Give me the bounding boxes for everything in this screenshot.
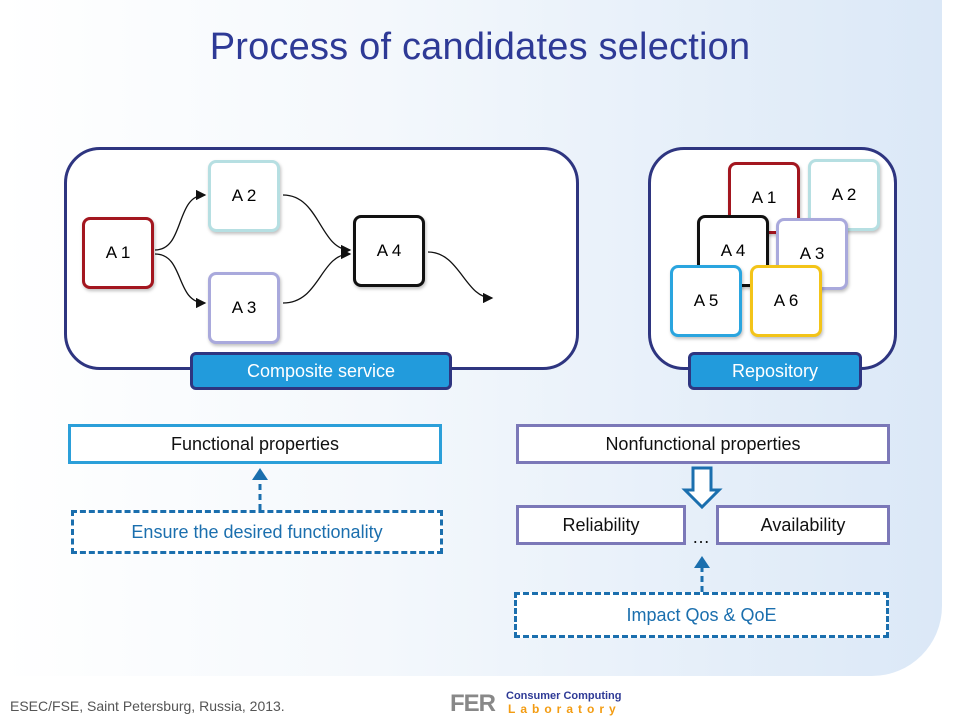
- logo-line1: Consumer Computing: [506, 690, 622, 702]
- lab-logo: FER Consumer Computing Laboratory: [450, 690, 630, 717]
- composite-service-tag: Composite service: [190, 352, 452, 390]
- composite-node-a3: A 3: [208, 272, 280, 344]
- ellipsis-text: …: [692, 527, 710, 547]
- logo-mark: FER: [450, 690, 496, 717]
- edge-a4-out: [427, 251, 494, 304]
- repo-node-a5: A 5: [670, 265, 742, 337]
- functional-properties-box: Functional properties: [68, 424, 442, 464]
- availability-box: Availability: [716, 505, 890, 545]
- composite-node-a2: A 2: [208, 160, 280, 232]
- impact-box: Impact Qos & QoE: [514, 592, 889, 638]
- edge-a1-a3: [154, 253, 207, 309]
- nonfunctional-properties-box: Nonfunctional properties: [516, 424, 890, 464]
- logo-line2: Laboratory: [508, 702, 621, 716]
- edge-a2-a4: [282, 194, 352, 256]
- edge-a3-a4: [282, 248, 352, 304]
- functional-goal-box: Ensure the desired functionality: [71, 510, 443, 554]
- slide-title: Process of candidates selection: [209, 26, 751, 68]
- edge-a1-a2: [154, 189, 207, 251]
- footer-text: ESEC/FSE, Saint Petersburg, Russia, 2013…: [10, 698, 285, 714]
- composite-node-a4: A 4: [353, 215, 425, 287]
- repository-tag: Repository: [688, 352, 862, 390]
- reliability-box: Reliability: [516, 505, 686, 545]
- repo-node-a6: A 6: [750, 265, 822, 337]
- composite-node-a1: A 1: [82, 217, 154, 289]
